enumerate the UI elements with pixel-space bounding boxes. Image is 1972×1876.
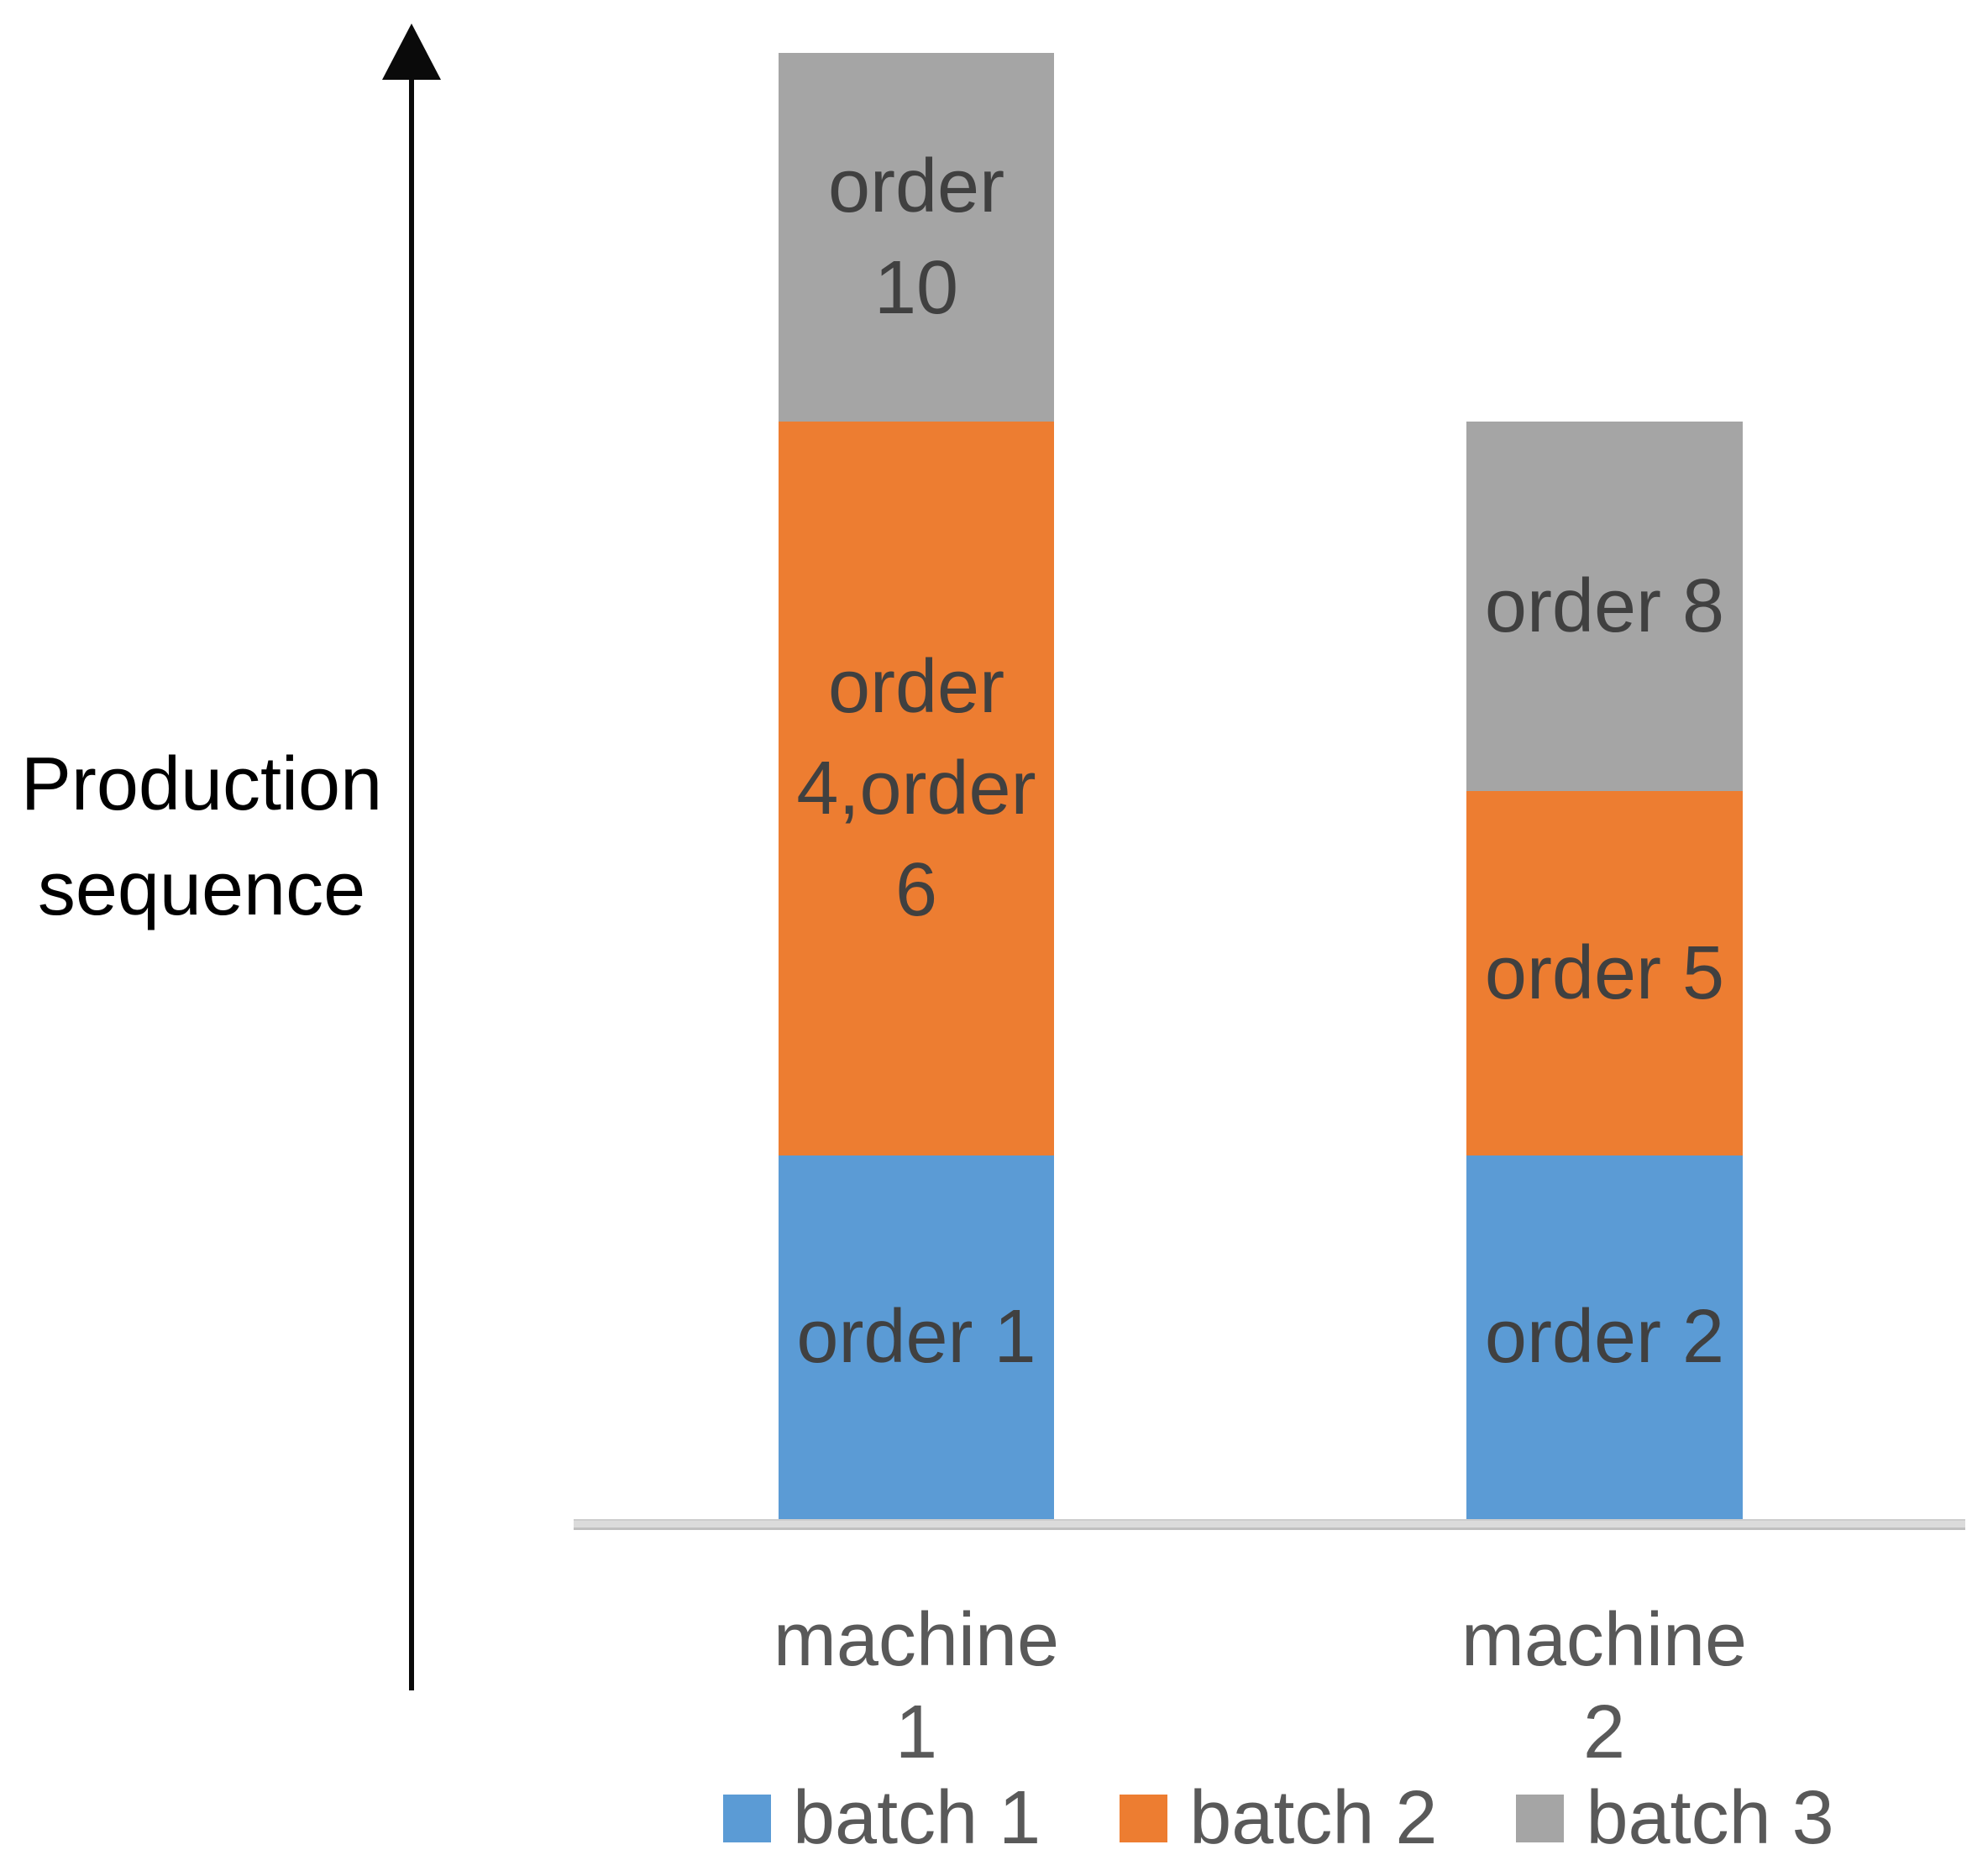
y-axis-arrowhead-icon bbox=[382, 24, 441, 80]
segment-machine1-batch3: order 10 bbox=[779, 53, 1054, 422]
segment-machine2-batch2: order 5 bbox=[1466, 791, 1743, 1155]
legend-item-batch-2: batch 2 bbox=[1120, 1780, 1437, 1856]
x-axis-label-machine-2: machine 2 bbox=[1461, 1598, 1748, 1774]
segment-machine1-batch2: order 4,order 6 bbox=[779, 422, 1054, 1155]
legend-swatch-batch-1-icon bbox=[723, 1794, 771, 1842]
legend: batch 1 batch 2 batch 3 bbox=[723, 1780, 1834, 1856]
x-axis-baseline bbox=[574, 1519, 1965, 1530]
legend-swatch-batch-3-icon bbox=[1516, 1794, 1565, 1842]
legend-swatch-batch-2-icon bbox=[1120, 1794, 1168, 1842]
legend-label: batch 2 bbox=[1189, 1776, 1438, 1860]
legend-item-batch-1: batch 1 bbox=[723, 1780, 1041, 1856]
segment-machine1-batch1: order 1 bbox=[779, 1155, 1054, 1519]
x-axis-label-machine-1: machine 1 bbox=[773, 1598, 1060, 1774]
legend-label: batch 3 bbox=[1586, 1776, 1834, 1860]
segment-label: order 5 bbox=[1484, 930, 1725, 1015]
bar-machine-2: order 8 order 5 order 2 bbox=[1466, 422, 1743, 1519]
segment-machine2-batch1: order 2 bbox=[1466, 1155, 1743, 1519]
segment-machine2-batch3: order 8 bbox=[1466, 422, 1743, 791]
bar-machine-1: order 10 order 4,order 6 order 1 bbox=[779, 53, 1054, 1519]
y-axis-line bbox=[409, 76, 414, 1690]
y-axis-title: Production sequence bbox=[20, 742, 383, 931]
segment-label: order 10 bbox=[827, 144, 1005, 330]
segment-label: order 2 bbox=[1484, 1295, 1725, 1379]
legend-item-batch-3: batch 3 bbox=[1516, 1776, 1834, 1860]
legend-label: batch 1 bbox=[793, 1776, 1041, 1860]
segment-label: order 8 bbox=[1484, 563, 1725, 648]
segment-label: order 4,order 6 bbox=[796, 644, 1036, 932]
segment-label: order 1 bbox=[796, 1295, 1036, 1379]
